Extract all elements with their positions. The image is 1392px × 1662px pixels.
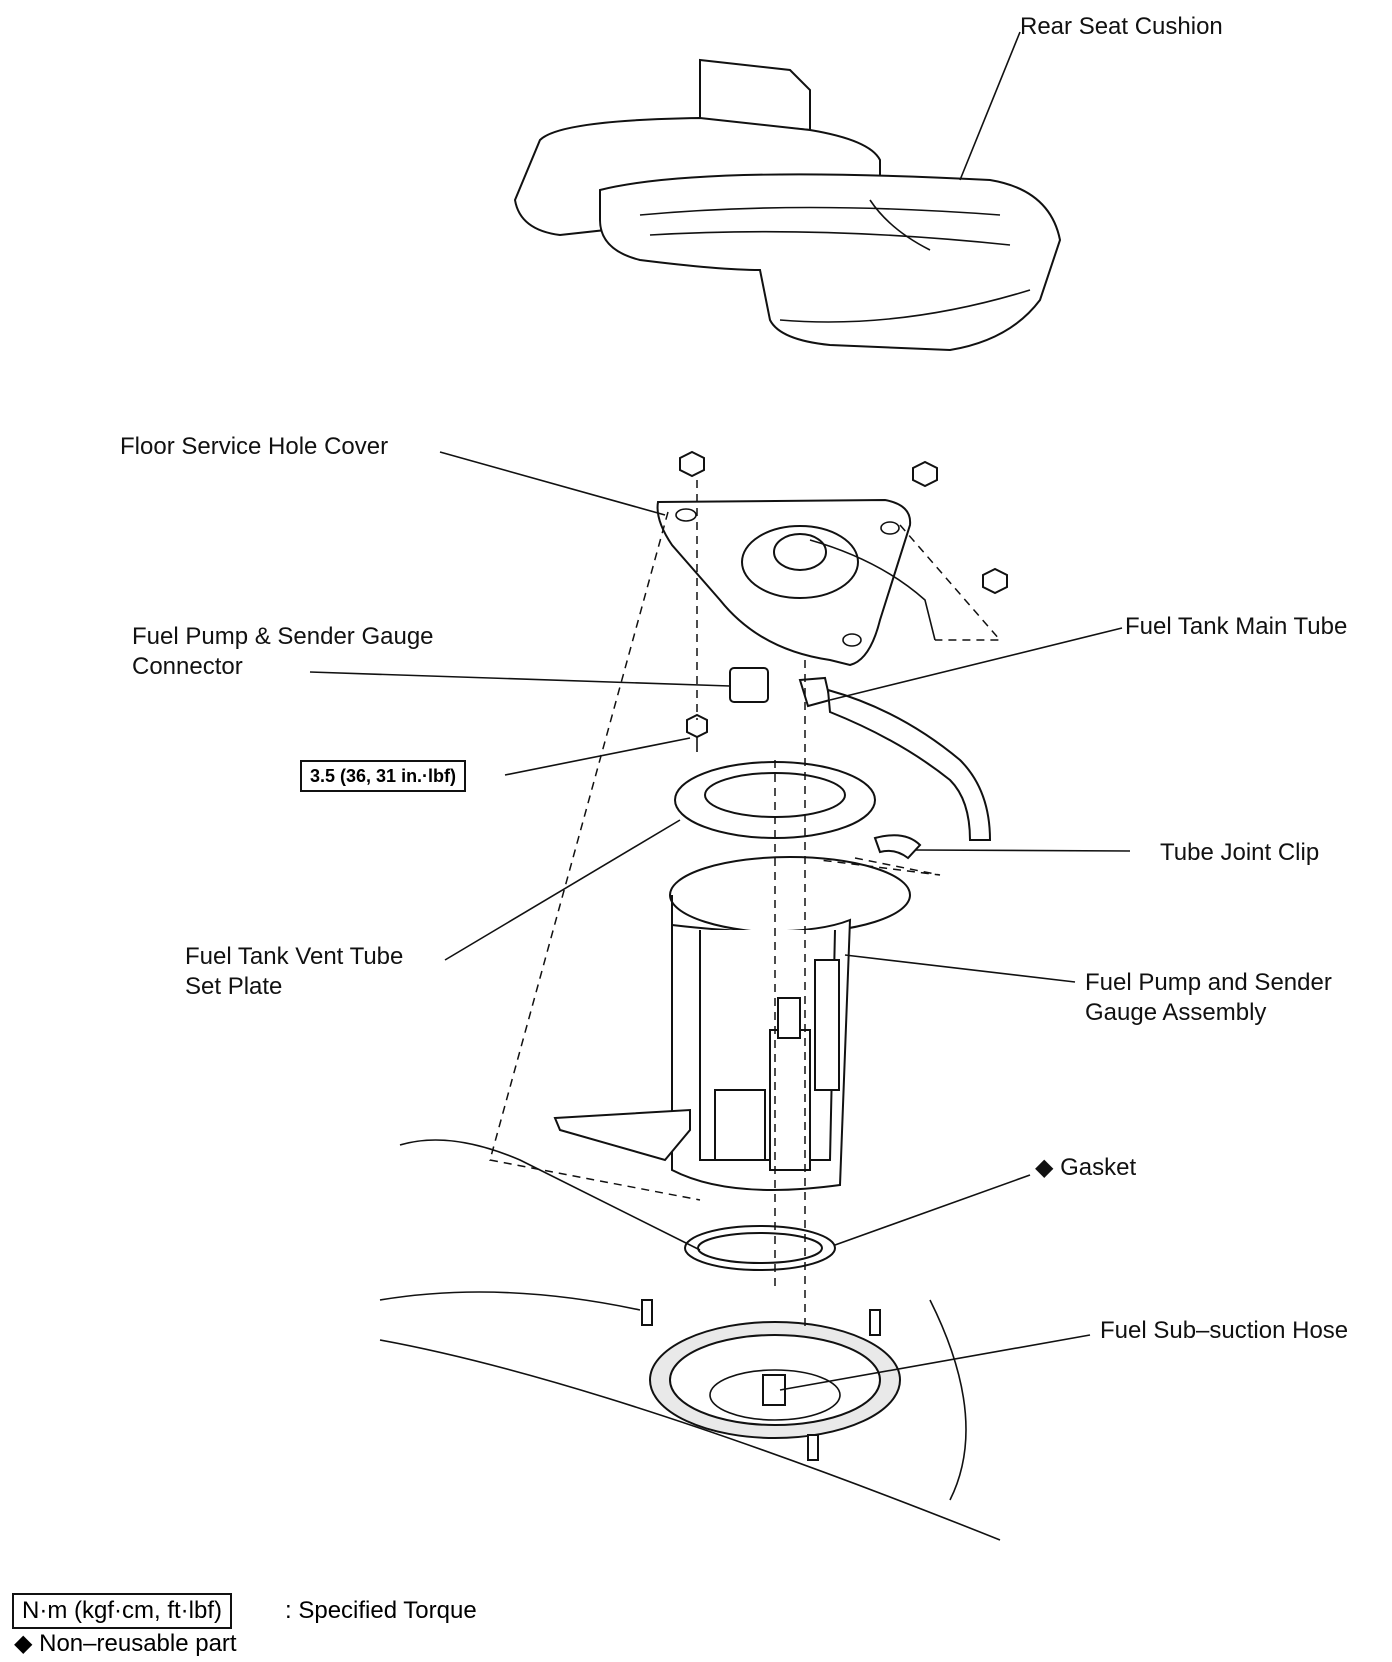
gasket-drawing xyxy=(684,1225,836,1271)
label-pump-assembly-line1: Fuel Pump and Sender xyxy=(1085,969,1332,996)
label-gasket: ◆ Gasket xyxy=(1035,1154,1137,1181)
label-fuel-pump-sender-gauge-connector: Fuel Pump & Sender Gauge Connector xyxy=(132,622,434,682)
fuel-pump-assembly-drawing xyxy=(553,856,911,1191)
label-rear-seat-cushion: Rear Seat Cushion xyxy=(1020,13,1223,40)
label-connector-line2: Connector xyxy=(132,653,243,680)
label-pump-assembly-line2: Gauge Assembly xyxy=(1085,999,1267,1026)
fuel-tank-drawing xyxy=(379,1139,1001,1541)
leader-lines xyxy=(309,31,1131,1391)
rear-seat-cushion-drawing xyxy=(513,58,1062,352)
alignment-dashes xyxy=(489,480,1002,1330)
label-vent-tube-line1: Fuel Tank Vent Tube xyxy=(185,943,404,970)
floor-service-hole-cover-drawing xyxy=(656,498,936,667)
label-fuel-sub-suction-hose: Fuel Sub–suction Hose xyxy=(1100,1317,1349,1344)
label-vent-tube-line2: Set Plate xyxy=(185,973,283,1000)
nuts xyxy=(679,450,1008,752)
legend-torque-description: : Specified Torque xyxy=(285,1597,477,1624)
tube-joint-clip-drawing xyxy=(873,834,922,860)
torque-value-box: 3.5 (36, 31 in.·lbf) xyxy=(300,760,467,792)
label-fuel-tank-vent-tube-set-plate: Fuel Tank Vent Tube Set Plate xyxy=(185,942,403,1002)
connector-and-tube-drawing xyxy=(729,667,992,841)
label-floor-service-hole-cover: Floor Service Hole Cover xyxy=(120,433,389,460)
label-fuel-pump-and-sender-gauge-assembly: Fuel Pump and Sender Gauge Assembly xyxy=(1085,968,1332,1028)
label-fuel-tank-main-tube: Fuel Tank Main Tube xyxy=(1125,613,1348,640)
legend-non-reusable-part: ◆ Non–reusable part xyxy=(14,1630,237,1657)
label-connector-line1: Fuel Pump & Sender Gauge xyxy=(132,623,434,650)
vent-tube-set-plate-drawing xyxy=(674,761,876,839)
label-tube-joint-clip: Tube Joint Clip xyxy=(1160,839,1320,866)
legend-torque-unit-box: N·m (kgf·cm, ft·lbf) xyxy=(12,1593,232,1629)
